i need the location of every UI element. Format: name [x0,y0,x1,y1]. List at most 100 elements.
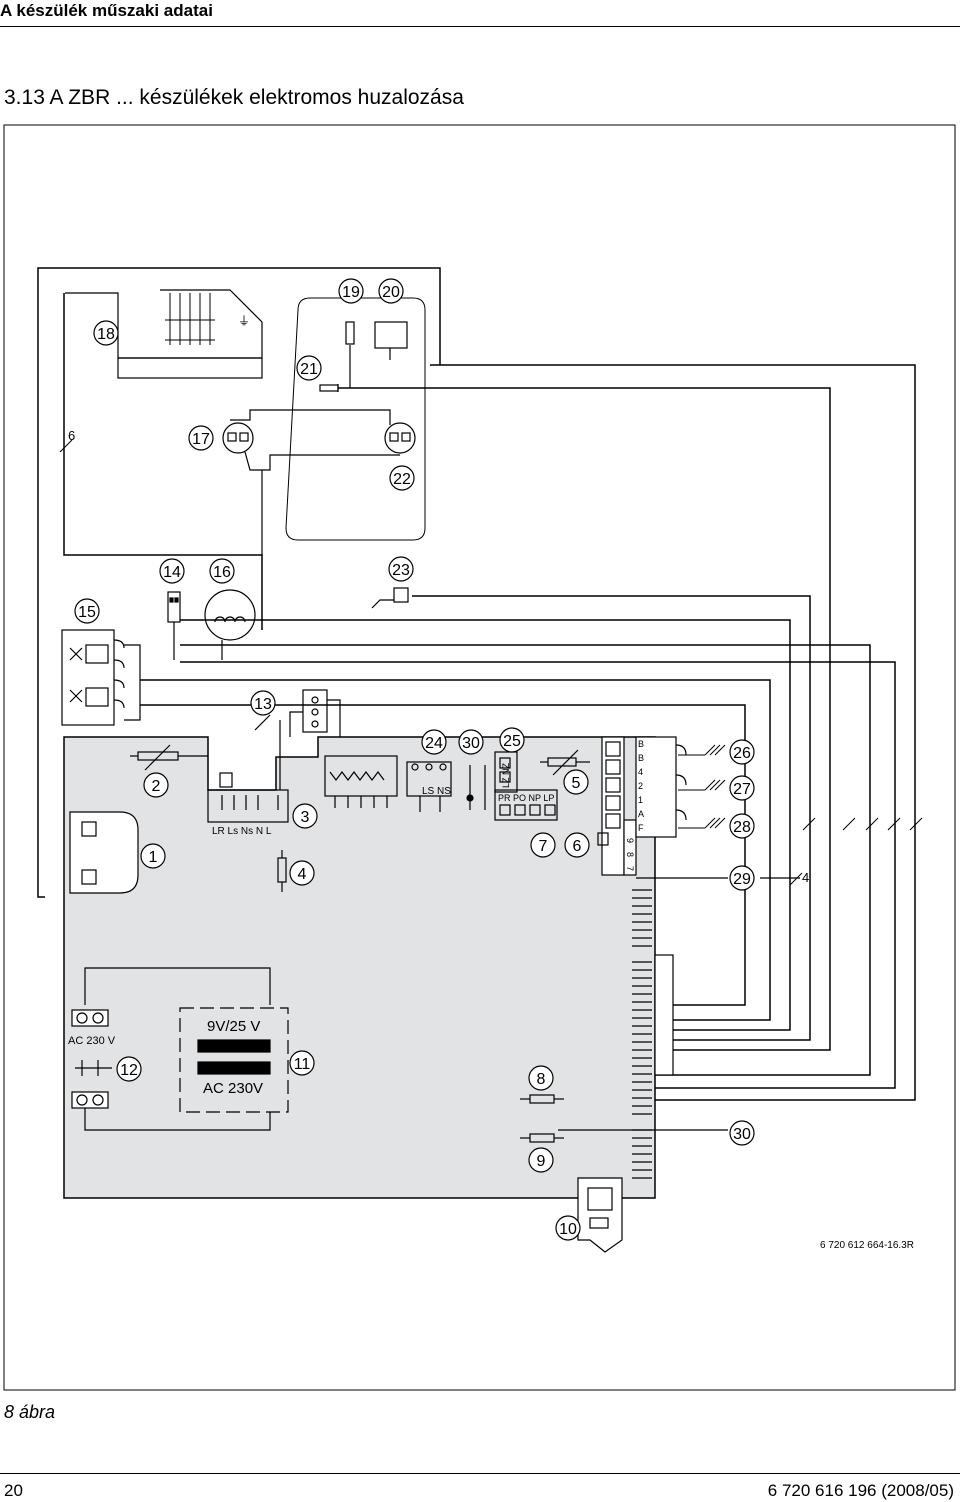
callout-label-18: 18 [97,326,115,343]
callout-7 [530,832,556,858]
callout-label-15: 15 [78,604,96,621]
section-header: A készülék műszaki adatai [0,1,213,20]
cable-breaks [59,439,923,886]
callout-label-12: 12 [120,1062,138,1079]
callout-label-21: 21 [300,361,318,378]
figure-caption: 8 ábra [4,1402,56,1422]
callout-label-5: 5 [572,775,581,792]
callout-18 [93,320,119,346]
callout-3 [292,803,318,829]
callout-22 [389,465,415,491]
diagram-frame [3,124,956,1391]
callout-label-8: 8 [537,1071,546,1088]
side-pin-2: 4 [638,767,643,777]
pin-8: 8 [625,852,635,857]
callout-14 [159,558,185,584]
callout-19 [338,278,364,304]
side-pin-6: F [638,823,644,833]
callout-12 [116,1056,142,1082]
callout-24 [421,729,447,755]
footer-rule [0,1473,960,1474]
page-title: 3.13 A ZBR ... készülékek elektromos huz… [4,86,464,109]
side-pin-4: 1 [638,795,643,805]
callout-11 [289,1050,315,1076]
callout-5 [563,769,589,795]
side-pin-5: A [638,809,644,819]
callout-1 [140,843,166,869]
callout-label-17: 17 [192,431,210,448]
callout-27 [729,775,755,801]
callout-label-4: 4 [298,866,307,883]
label-4: 4 [802,870,809,885]
component-17-22 [222,409,416,555]
callout-label-3: 3 [301,809,310,826]
drawing-reference: 6 720 612 664-16.3R [820,1240,914,1251]
trafo-top-label: 9V/25 V [207,1018,260,1035]
callout-17 [188,425,214,451]
callout-28 [729,813,755,839]
callout-label-24: 24 [425,735,443,752]
callout-4 [289,860,315,886]
callout-label-11: 11 [294,1056,311,1073]
callout-label-9: 9 [537,1153,546,1170]
component-18: ⏚ [65,289,263,379]
component-15 [61,629,141,726]
callout-label-19: 19 [342,284,360,301]
component-group-19-22 [285,297,426,541]
callout-label-14: 14 [163,564,181,581]
terminal-block-label: LR Ls Ns N L [212,826,272,837]
callout-25 [499,727,525,753]
callout-label-13: 13 [254,696,272,713]
pin-7: 7 [625,866,635,871]
diagram-labels: 6 4 LR Ls Ns N L LS NS LZ NZ PR PO NP LP… [68,428,914,1251]
label-6: 6 [68,428,75,443]
pin-9: 9 [625,838,635,843]
callout-label-2: 2 [152,778,161,795]
callout-21 [296,355,322,381]
ls-ns-label: LS NS [422,786,451,797]
callout-label-25: 25 [503,733,521,750]
callout-label-23: 23 [392,562,410,579]
callout-label-26: 26 [733,745,751,762]
lz-nz-label: LZ NZ [501,762,511,788]
callout-label-29: 29 [733,871,751,888]
callout-label-30: 30 [733,1126,751,1143]
callout-13 [250,690,276,716]
document-id: 6 720 616 196 (2008/05) [767,1481,954,1500]
component-13 [254,689,341,790]
callout-2 [143,772,169,798]
callout-23 [388,556,414,582]
callout-30b [458,729,484,755]
callout-label-22: 22 [393,471,411,488]
callout-label-6: 6 [573,838,582,855]
callouts [74,278,755,1241]
callout-label-28: 28 [733,819,751,836]
callout-label-1: 1 [149,849,158,866]
callout-15 [74,598,100,624]
callout-16 [209,558,235,584]
outer-wiring [37,267,916,1101]
callout-label-16: 16 [213,564,231,581]
callout-label-7: 7 [539,838,548,855]
side-pin-0: B [638,739,644,749]
side-pin-3: 2 [638,781,643,791]
callout-label-20: 20 [382,284,400,301]
board-internals [69,736,800,1253]
callout-label-27: 27 [733,781,751,798]
control-board [63,736,656,1199]
trafo-bottom-label: AC 230V [203,1080,263,1097]
callout-label-30b: 30 [462,735,480,752]
pr-po-label: PR PO NP LP [498,793,554,803]
callout-30 [729,1120,755,1146]
callout-numbers: 1 2 3 4 5 6 7 8 9 10 11 12 13 14 15 16 1… [78,284,751,1238]
callout-8 [528,1065,554,1091]
mains-left-label: AC 230 V [68,1035,116,1047]
page-number: 20 [4,1481,23,1500]
component-14-16-23 [167,587,409,660]
svg-text:⏚: ⏚ [238,314,250,328]
callout-6 [564,832,590,858]
header-rule [0,26,960,27]
callout-26 [729,739,755,765]
callout-9 [528,1147,554,1173]
